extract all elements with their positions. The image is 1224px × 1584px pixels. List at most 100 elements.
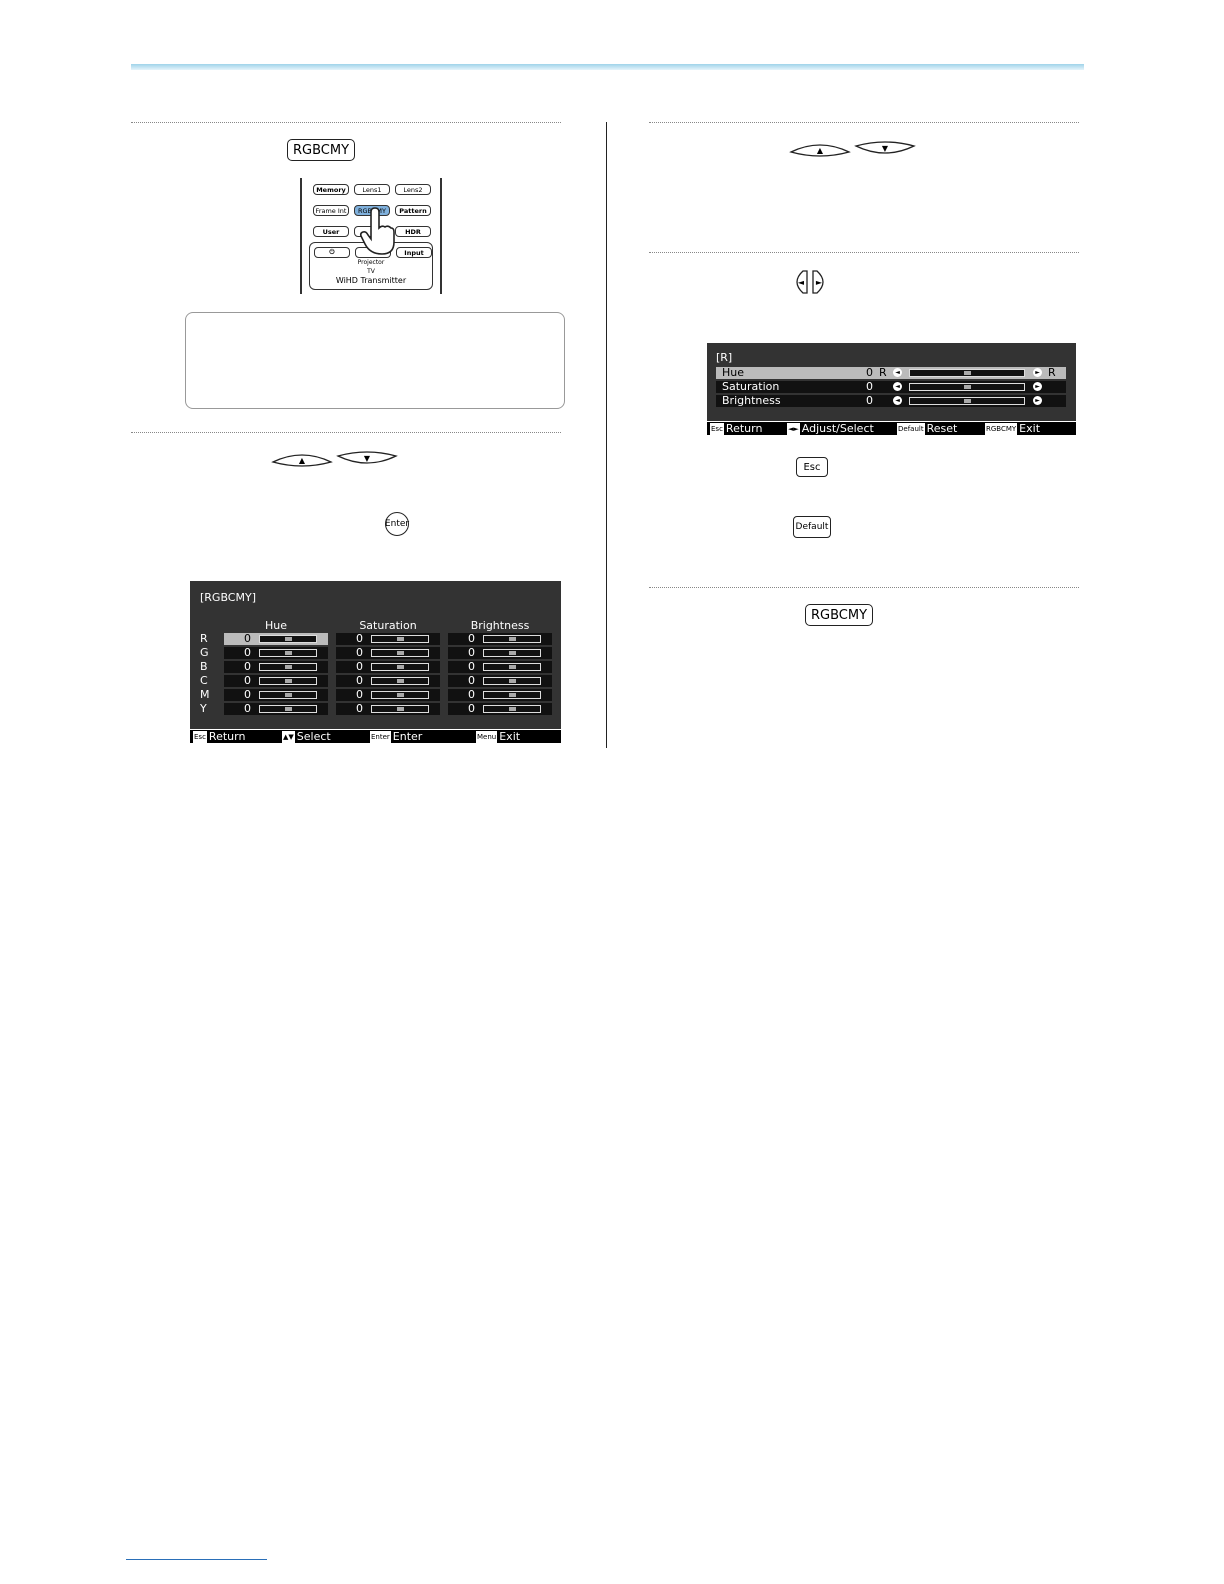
footer-hint-label: Adjust/Select	[801, 422, 874, 435]
step-divider	[131, 122, 561, 123]
left-arrow-icon[interactable]: ◄	[893, 368, 902, 377]
default-key-icon: Default	[793, 516, 831, 538]
footer-hint-label: Return	[208, 730, 246, 743]
note-box	[185, 312, 565, 409]
down-arrow-key-icon: ▼	[854, 141, 916, 154]
slider-knob	[509, 651, 516, 655]
footer-hint: ◄►Adjust/Select	[787, 422, 874, 436]
adjust-label: Saturation	[722, 380, 780, 393]
value-text: 0	[468, 674, 475, 687]
row-label: Y	[200, 702, 207, 715]
slider-bar	[483, 705, 541, 713]
svg-text:◄: ◄	[798, 278, 805, 287]
key-tag: Esc	[193, 731, 207, 744]
value-text: 0	[356, 660, 363, 673]
value-text: 0	[244, 688, 251, 701]
slider-knob	[397, 707, 404, 711]
footer-link-rule	[126, 1559, 267, 1560]
value-text: 0	[244, 632, 251, 645]
remote-button-user: User	[313, 226, 349, 237]
up-arrow-key-icon: ▲	[789, 144, 851, 157]
wihd-transmitter-label: WiHD Transmitter	[335, 276, 407, 285]
slider-knob	[285, 651, 292, 655]
slider-knob	[285, 679, 292, 683]
left-arrow-icon[interactable]: ◄	[893, 396, 902, 405]
footer-hint: ▲▼Select	[282, 730, 331, 744]
value-text: 0	[468, 702, 475, 715]
svg-text:▼: ▼	[364, 454, 371, 463]
adjust-value: 0	[866, 394, 873, 407]
right-arrow-icon[interactable]: ►	[1033, 382, 1042, 391]
svg-text:▲: ▲	[299, 456, 306, 465]
svg-text:►: ►	[816, 278, 823, 287]
footer-hint-label: Return	[725, 422, 763, 435]
remote-button-input: Input	[396, 247, 432, 258]
remote-button-memory: Memory	[313, 184, 349, 195]
value-text: 0	[356, 632, 363, 645]
remote-control-illustration: Memory Lens1 Lens2 Frame Int RGBCMY Patt…	[300, 178, 442, 294]
slider-knob	[964, 371, 971, 375]
slider-knob	[397, 637, 404, 641]
slider-bar	[371, 677, 429, 685]
slider-bar	[371, 691, 429, 699]
slider-knob	[397, 665, 404, 669]
footer-hint-label: Reset	[926, 422, 958, 435]
row-label: R	[200, 632, 208, 645]
slider-bar	[259, 663, 317, 671]
column-header-hue: Hue	[264, 619, 287, 632]
value-text: 0	[468, 660, 475, 673]
row-label: M	[200, 688, 210, 701]
pointing-hand-icon	[359, 207, 395, 255]
value-text: 0	[468, 688, 475, 701]
color-tag-right: R	[1048, 366, 1056, 379]
key-tag: Default	[897, 423, 925, 436]
slider-knob	[509, 665, 516, 669]
row-label: B	[200, 660, 208, 673]
right-arrow-icon[interactable]: ►	[1033, 368, 1042, 377]
remote-button-lens2: Lens2	[395, 184, 431, 195]
left-arrow-key-icon: ◄	[796, 270, 808, 294]
svg-text:▼: ▼	[882, 144, 889, 153]
value-text: 0	[356, 688, 363, 701]
slider-knob	[397, 651, 404, 655]
right-arrow-icon[interactable]: ►	[1033, 396, 1042, 405]
value-text: 0	[468, 632, 475, 645]
key-tag: Menu	[476, 731, 498, 744]
footer-hint-label: Enter	[392, 730, 423, 743]
rgbcmy-key: RGBCMY	[805, 604, 873, 626]
slider-knob	[509, 693, 516, 697]
row-label: C	[200, 674, 208, 687]
up-down-keys: ▲ ▼	[271, 450, 398, 468]
value-text: 0	[356, 674, 363, 687]
slider-bar	[483, 663, 541, 671]
power-icon: ⏻	[314, 247, 350, 258]
remote-button-lens1: Lens1	[354, 184, 390, 195]
slider-knob	[964, 385, 971, 389]
slider-bar	[483, 691, 541, 699]
menu-title: [RGBCMY]	[200, 591, 256, 604]
slider-bar	[909, 383, 1025, 391]
right-arrow-key-icon: ►	[812, 270, 824, 294]
step-divider	[649, 587, 1079, 588]
slider-knob	[285, 665, 292, 669]
slider-knob	[509, 637, 516, 641]
left-arrow-icon[interactable]: ◄	[893, 382, 902, 391]
slider-knob	[285, 707, 292, 711]
row-label: G	[200, 646, 209, 659]
value-text: 0	[244, 674, 251, 687]
slider-bar	[259, 691, 317, 699]
up-down-keys: ▲ ▼	[789, 140, 916, 158]
column-separator	[606, 122, 607, 748]
remote-button-pattern: Pattern	[395, 205, 431, 216]
step-divider	[131, 432, 561, 433]
key-tag: RGBCMY	[985, 423, 1018, 436]
color-tag-left: R	[879, 366, 887, 379]
remote-button-hdr: HDR	[395, 226, 431, 237]
slider-bar	[371, 635, 429, 643]
slider-bar	[371, 649, 429, 657]
